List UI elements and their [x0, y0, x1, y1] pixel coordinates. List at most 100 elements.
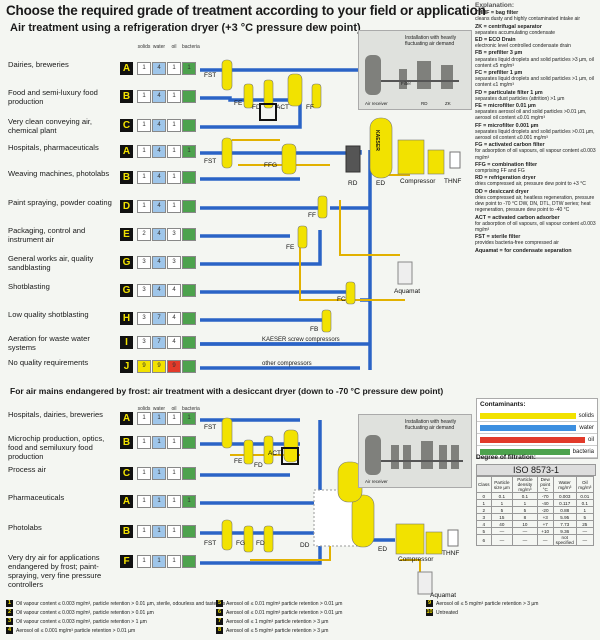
explanation-desc: comprising FF and FG: [475, 168, 525, 175]
footnote-badge: 3: [6, 618, 13, 625]
iso-cell: 4: [476, 520, 492, 528]
label-fe: FE: [234, 100, 243, 107]
iso-header: Particle size µm: [490, 476, 514, 493]
label-other-compressors: other compressors: [262, 361, 312, 367]
footnote-badge: 7: [216, 618, 223, 625]
explanation-term: ZK = centrifugal separator: [475, 23, 542, 30]
footnote-text: Untreated: [436, 609, 458, 616]
label-ff-2: FF: [308, 212, 316, 219]
iso-cell: 1: [512, 499, 538, 507]
iso-cell: 1: [476, 499, 492, 507]
label-thnf: THNF: [444, 178, 462, 185]
contaminant-name: solids: [578, 412, 594, 419]
explanation-term: FST = sterile filter: [475, 234, 521, 241]
contaminant-swatch: [480, 412, 576, 419]
quality-cell: 4: [152, 256, 166, 269]
iso-cell: +3: [536, 513, 554, 521]
quality-cell: 4: [152, 200, 166, 213]
col-header-oil: oil: [171, 406, 177, 412]
quality-cell: 7: [152, 312, 166, 325]
contaminant-swatch: [480, 436, 585, 443]
iso-cell: 9.36: [552, 527, 577, 535]
footnote-badge: 4: [6, 627, 13, 634]
explanation-desc: for adsorption of oil vapours, oil vapou…: [475, 220, 596, 233]
quality-cell: [182, 436, 196, 449]
iso-cell: 5: [476, 527, 492, 535]
quality-cell: 1: [137, 145, 151, 158]
footnote-text: Aerosol oil ≤ 0.01 mg/m³ particle retent…: [226, 600, 343, 607]
quality-cell: 2: [137, 228, 151, 241]
explanation-title: Explanation:: [475, 2, 515, 9]
contaminant-name: water: [579, 424, 594, 431]
iso-cell: 15: [490, 513, 514, 521]
label-ed-2: ED: [378, 546, 388, 553]
application-label: Packaging, control and instrument air: [8, 226, 86, 244]
label-rd: RD: [348, 180, 358, 187]
inset-air-receiver-2: Air receiver: [365, 479, 388, 484]
quality-cell: 1: [152, 467, 166, 480]
iso-cell: 6: [476, 534, 492, 546]
iso-cell: 10: [512, 520, 538, 528]
quality-cell: 3: [167, 256, 181, 269]
page-title: Choose the required grade of treatment a…: [6, 3, 486, 18]
explanation-desc: dries compressed air, heatless regenerat…: [475, 194, 595, 214]
application-label: Very clean conveying air, chemical plant: [8, 117, 93, 135]
quality-cell: 9: [152, 360, 166, 373]
col-header-bacteria: bacteria: [182, 44, 200, 50]
col-header-solids: solids: [137, 406, 151, 412]
application-label: Hospitals, pharmaceuticals: [8, 143, 99, 152]
contaminant-row: solids: [477, 410, 597, 422]
label-fc: FC: [337, 296, 346, 303]
quality-cell: 1: [167, 62, 181, 75]
col-header-water: water: [152, 44, 166, 50]
quality-cell: 1: [137, 90, 151, 103]
quality-cell: 1: [137, 525, 151, 538]
iso-title: ISO 8573-1: [476, 464, 596, 476]
footnote-text: Aerosol oil ≤ 1 mg/m³ particle retention…: [226, 618, 329, 625]
quality-cell: [182, 360, 196, 373]
quality-cell: 4: [152, 228, 166, 241]
contaminant-swatch: [480, 448, 570, 455]
iso-cell: 1: [490, 499, 514, 507]
quality-cell: 1: [167, 436, 181, 449]
quality-cell: [182, 171, 196, 184]
explanation-term: FC = prefilter 1 µm: [475, 70, 523, 77]
label-compressor: Compressor: [400, 178, 436, 185]
application-label: Hospitals, dairies, breweries: [8, 410, 103, 419]
label-fd: FD: [252, 104, 261, 111]
contaminant-row: bacteria: [477, 446, 597, 458]
iso-cell: 0.01: [575, 492, 595, 500]
quality-cell: [182, 336, 196, 349]
iso-cell: 5: [512, 506, 538, 514]
footnote-text: Oil vapour content ≤ 0.003 mg/m³, partic…: [16, 618, 147, 625]
quality-cell: 1: [167, 525, 181, 538]
footnote-badge: 1: [6, 600, 13, 607]
contaminant-row: oil: [477, 434, 597, 446]
footnote-badge: 2: [6, 609, 13, 616]
footnote-text: Aerosol oil ≤ 0.001 mg/m³ particle reten…: [16, 627, 136, 634]
explanation-desc: provides bacteria-free compressed air: [475, 240, 559, 247]
iso-cell: 0.1: [490, 492, 514, 500]
quality-cell: 1: [167, 200, 181, 213]
quality-cell: 1: [167, 171, 181, 184]
explanation-term: RD = refrigeration dryer: [475, 175, 536, 182]
contaminant-swatch: [480, 424, 577, 431]
explanation-term: ACT = activated carbon adsorber: [475, 214, 560, 221]
application-label: No quality requirements: [8, 358, 89, 367]
label-thnf-2: THNF: [442, 550, 460, 557]
